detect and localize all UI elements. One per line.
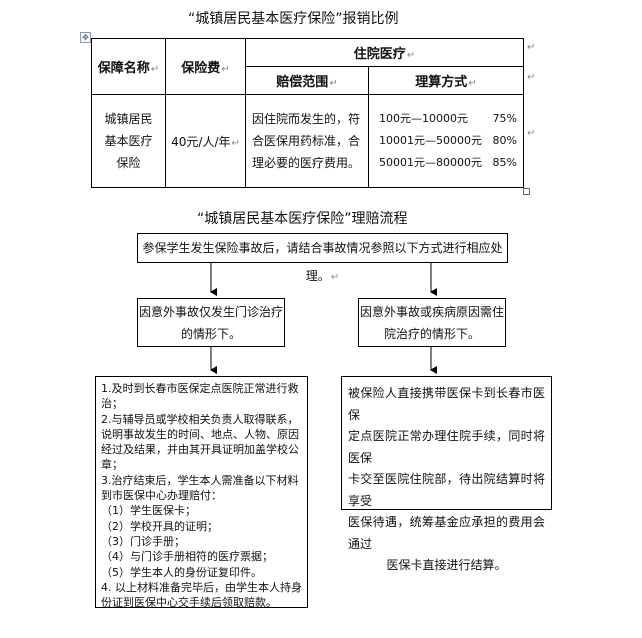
row-end-mark: ↵ (527, 72, 536, 83)
step-line: 医保卡直接进行结算。 (386, 558, 507, 572)
step-line: 治； (101, 397, 123, 411)
row-end-mark: ↵ (527, 42, 536, 53)
step-line: 医保待遇，统筹基金应承担的费用会通过 (348, 515, 545, 551)
condition-line: 因意外事故仅发生门诊治疗 (138, 305, 283, 319)
flow-start-box: 参保学生发生保险事故后，请结合事故情况参照以下方式进行相应处理。↵ (137, 233, 508, 283)
name-line: 基本医疗 (104, 134, 153, 148)
condition-line: 的情形下。 (180, 327, 241, 341)
step-line: （4）与门诊手册相符的医疗票据； (101, 550, 273, 564)
row-end-mark: ↵ (527, 128, 536, 139)
step-line: 经过及结果，并由其开具证明加盖学校公 (101, 443, 299, 457)
step-line: 章； (101, 458, 123, 472)
inpatient-condition-box: 因意外事故或疾病原因需住 院治疗的情形下。 (358, 298, 506, 347)
header-coverage-scope: 赔偿范围↵ (245, 66, 369, 95)
step-line: 份证到医保中心交手续后领取赔款。 (101, 596, 277, 610)
cell-premium: 40元/人/年↵ (165, 94, 246, 188)
condition-line: 院治疗的情形下。 (383, 327, 480, 341)
step-line: （5）学生本人的身份证复印件。 (101, 565, 262, 579)
step-line: 定点医院正常办理住院手续，同时将医保 (348, 429, 545, 465)
rate-percent: 80% (492, 134, 517, 147)
rate-row: 10001元—50000元 80% (369, 130, 523, 152)
scope-line: 因住院而发生的，符 (252, 112, 361, 126)
step-line: 被保险人直接携带医保卡到长春市医保 (348, 386, 545, 422)
step-line: 到市医保中心办理赔付： (101, 489, 222, 503)
step-line: （3）门诊手册； (101, 534, 185, 548)
cell-insurance-name: 城镇居民 基本医疗 保险 (91, 94, 166, 188)
step-line: 1.及时到长春市医保定点医院正常进行救 (101, 382, 299, 395)
step-line: 说明事故发生的时间、地点、人物、原因 (101, 427, 299, 441)
step-line: 2.与辅导员或学校相关负责人取得联系， (101, 412, 299, 426)
step-line: 3.治疗结束后，学生本人需准备以下材料 (101, 473, 299, 487)
cell-settlement-rates: 100元—10000元 75% 10001元—50000元 80% 50001元… (368, 94, 524, 188)
cell-coverage-scope: 因住院而发生的，符 合医保用药标准，合 理必要的医疗费用。 (245, 94, 369, 188)
rate-percent: 75% (492, 112, 517, 125)
header-inpatient: 住院医疗↵ (245, 38, 524, 67)
rate-row: 100元—10000元 75% (369, 108, 523, 130)
table-move-handle-icon[interactable]: ✥ (80, 32, 91, 43)
condition-line: 因意外事故或疾病原因需住 (359, 305, 504, 319)
rate-percent: 85% (492, 156, 517, 169)
step-line: （1）学生医保卡； (101, 504, 196, 518)
rate-range: 10001元—50000元 (379, 134, 482, 147)
step-line: 卡交至医院住院部，待出院结算时将享受 (348, 472, 545, 508)
step-line: 4. 以上材料准备完毕后，由学生本人持身 (101, 580, 302, 594)
claim-process-title: “城镇居民基本医疗保险”理赔流程 (197, 211, 408, 227)
reimbursement-ratio-title: “城镇居民基本医疗保险”报销比例 (188, 11, 399, 27)
rate-range: 100元—10000元 (379, 112, 468, 125)
header-settlement-method: 理算方式↵ (368, 66, 524, 95)
outpatient-steps-box: 1.及时到长春市医保定点医院正常进行救 治； 2.与辅导员或学校相关负责人取得联… (95, 376, 308, 610)
name-line: 城镇居民 (104, 112, 153, 126)
scope-line: 合医保用药标准，合 (252, 134, 361, 148)
reimbursement-table: 保障名称↵ 保险费↵ 住院医疗↵ 赔偿范围↵ 理算方式↵ 城镇居民 基本医疗 保… (91, 38, 524, 188)
step-line: （2）学校开具的证明； (101, 519, 218, 533)
rate-row: 50001元—80000元 85% (369, 152, 523, 174)
rate-range: 50001元—80000元 (379, 156, 482, 169)
scope-line: 理必要的医疗费用。 (252, 156, 361, 170)
header-premium: 保险费↵ (165, 38, 246, 95)
outpatient-condition-box: 因意外事故仅发生门诊治疗 的情形下。 (137, 298, 285, 347)
name-line: 保险 (116, 156, 141, 170)
inpatient-steps-box: 被保险人直接携带医保卡到长春市医保 定点医院正常办理住院手续，同时将医保 卡交至… (341, 376, 552, 572)
table-resize-handle-icon[interactable] (523, 188, 530, 195)
